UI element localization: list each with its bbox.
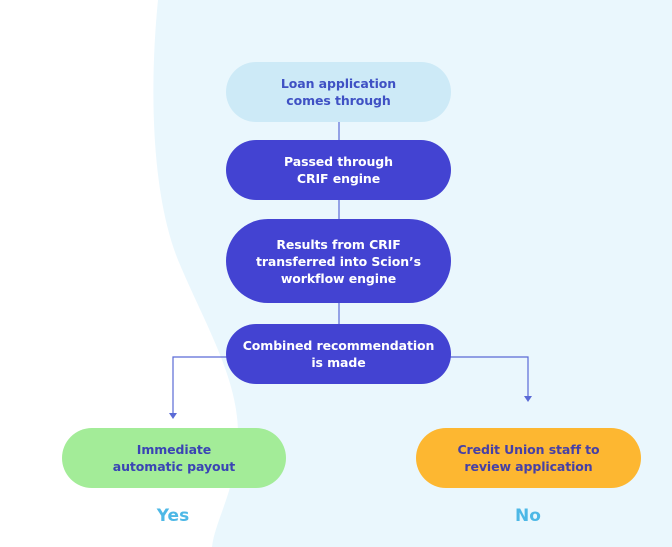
connector-no-branch (450, 356, 529, 396)
branch-label-no: No (515, 506, 541, 526)
node-staff-review: Credit Union staff to review application (416, 428, 641, 488)
arrowhead-no (524, 396, 532, 402)
node-immediate-payout-text: Immediate automatic payout (112, 442, 236, 474)
node-combined-recommendation-text: Combined recommendation is made (242, 338, 435, 370)
node-results-transfer-text: Results from CRIF transferred into Scion… (255, 236, 421, 286)
node-staff-review-text: Credit Union staff to review application (457, 442, 600, 474)
node-loan-application: Loan application comes through (226, 62, 451, 122)
connector-yes-branch (172, 356, 228, 413)
branch-label-yes: Yes (156, 506, 190, 526)
node-combined-recommendation: Combined recommendation is made (226, 324, 451, 384)
node-loan-application-text: Loan application comes through (280, 76, 397, 108)
arrowhead-yes (169, 413, 177, 419)
node-results-transfer: Results from CRIF transferred into Scion… (226, 219, 451, 303)
node-crif-engine: Passed through CRIF engine (226, 140, 451, 200)
node-crif-engine-text: Passed through CRIF engine (284, 154, 393, 186)
node-immediate-payout: Immediate automatic payout (62, 428, 286, 488)
